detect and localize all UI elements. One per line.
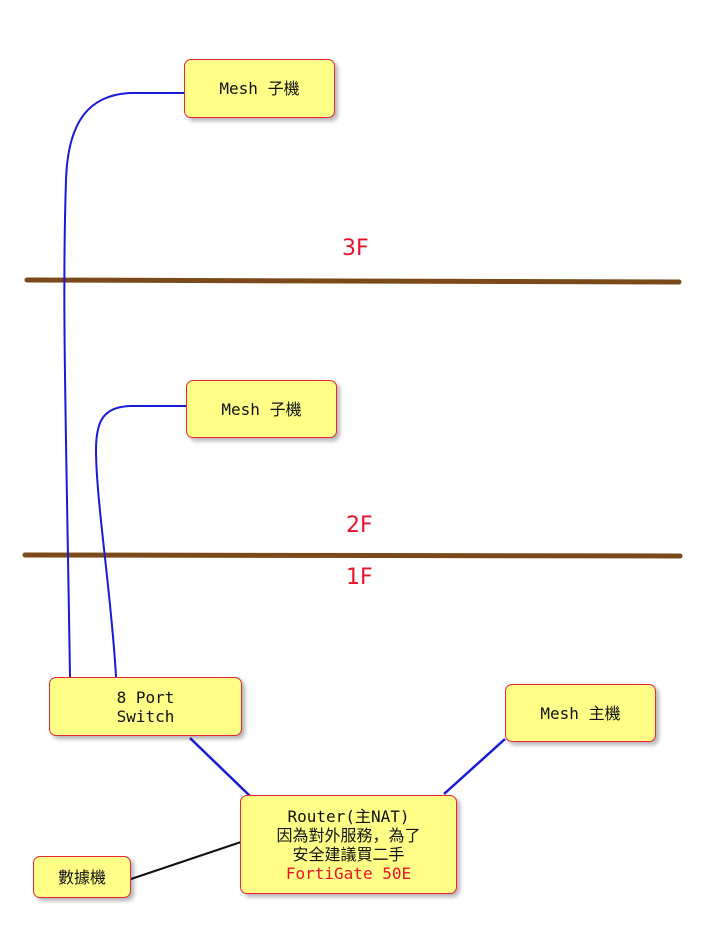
mesh-main-label: Mesh 主機 [540,703,621,723]
router-label-line2: 因為對外服務，為了 [276,825,421,845]
link-modem-to-router [130,841,242,880]
link-switch-to-router [189,737,251,797]
switch-label-line1: 8 Port [116,687,175,707]
router-label-line4: FortiGate 50E [285,863,412,883]
floor-label-2f: 2F [346,513,373,538]
floor-divider-3f [24,277,682,285]
mesh-child-2f-node[interactable]: Mesh 子機 [186,380,337,438]
floor-label-3f: 3F [342,236,369,261]
mesh-child-2f-label: Mesh 子機 [221,399,302,419]
mesh-child-3f-node[interactable]: Mesh 子機 [184,59,335,118]
link-router-to-mesh-main [443,738,506,795]
mesh-main-node[interactable]: Mesh 主機 [505,684,656,742]
link-switch-to-mesh-2f [94,405,187,678]
router-label-line3: 安全建議買二手 [292,844,405,864]
router-node[interactable]: Router(主NAT) 因為對外服務，為了 安全建議買二手 FortiGate… [240,795,457,894]
mesh-child-3f-label: Mesh 子機 [219,79,300,98]
switch-label-line2: Switch [116,706,175,726]
router-label-line1: Router(主NAT) [287,806,410,826]
floor-label-1f: 1F [346,565,373,590]
link-switch-to-mesh-3f [63,92,185,678]
switch-node[interactable]: 8 Port Switch [49,677,242,736]
modem-label: 數據機 [57,867,106,887]
floor-divider-2f [22,552,683,559]
modem-node[interactable]: 數據機 [33,856,131,898]
